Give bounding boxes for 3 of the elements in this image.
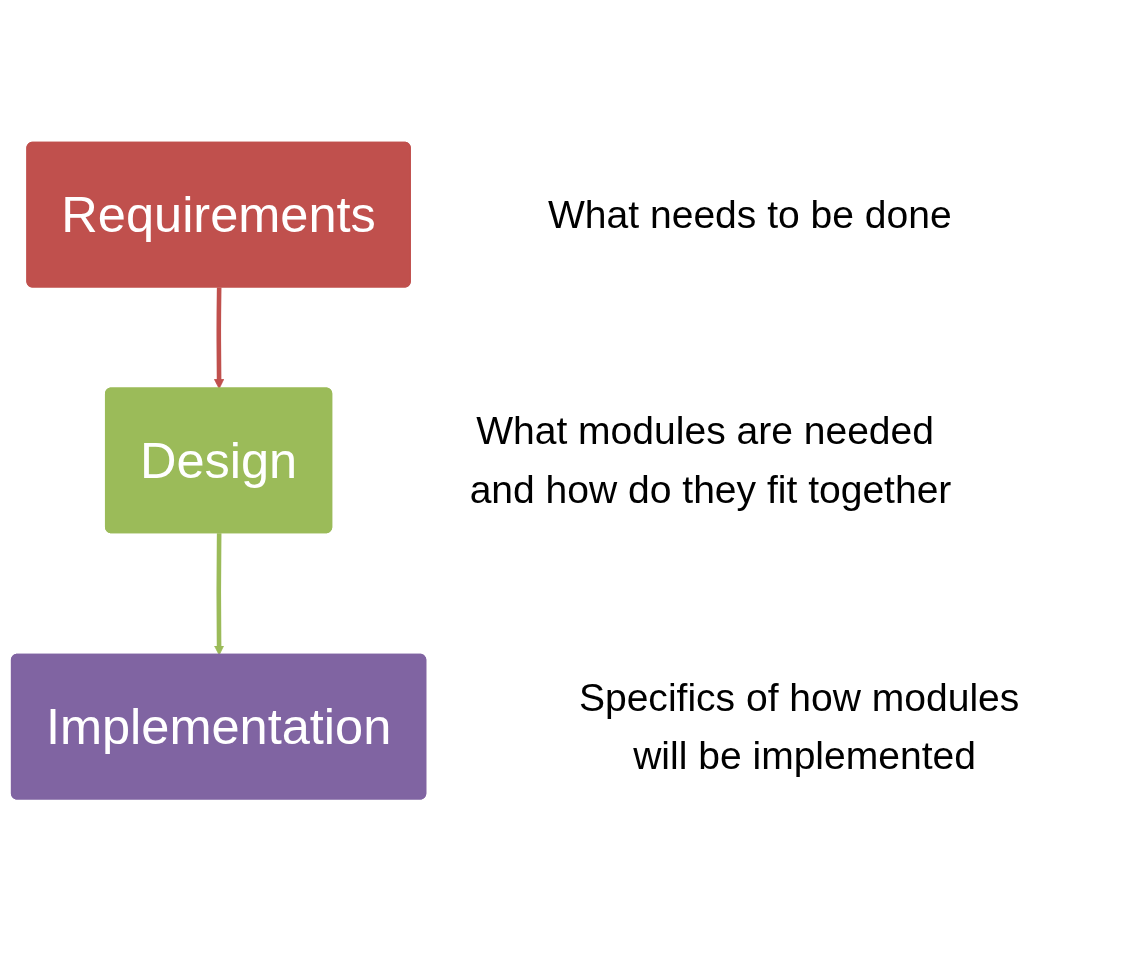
node-label: What needs to be done xyxy=(548,192,952,236)
node-label: Specifics of how modules will be implemented xyxy=(578,675,1020,778)
node-label: What modules are needed and how do they fit together xyxy=(469,408,952,511)
